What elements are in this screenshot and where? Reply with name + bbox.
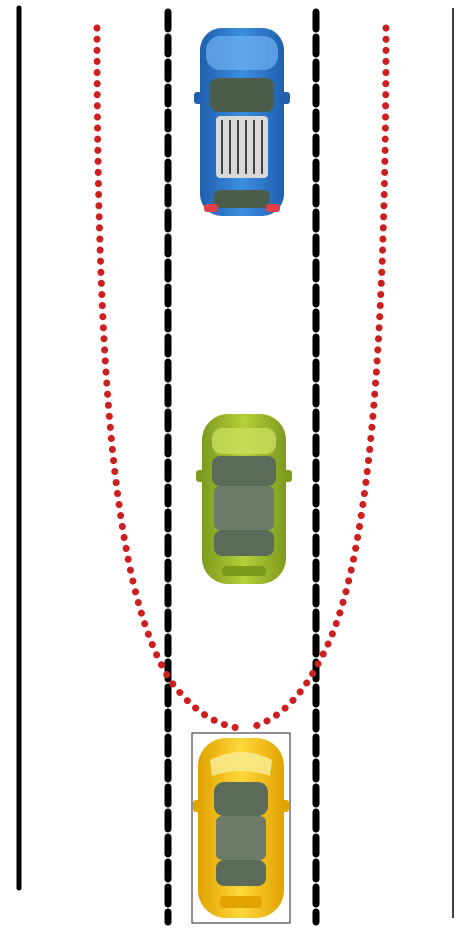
yellow-car <box>192 733 290 923</box>
blue-car <box>194 28 290 216</box>
green-car <box>196 414 292 584</box>
